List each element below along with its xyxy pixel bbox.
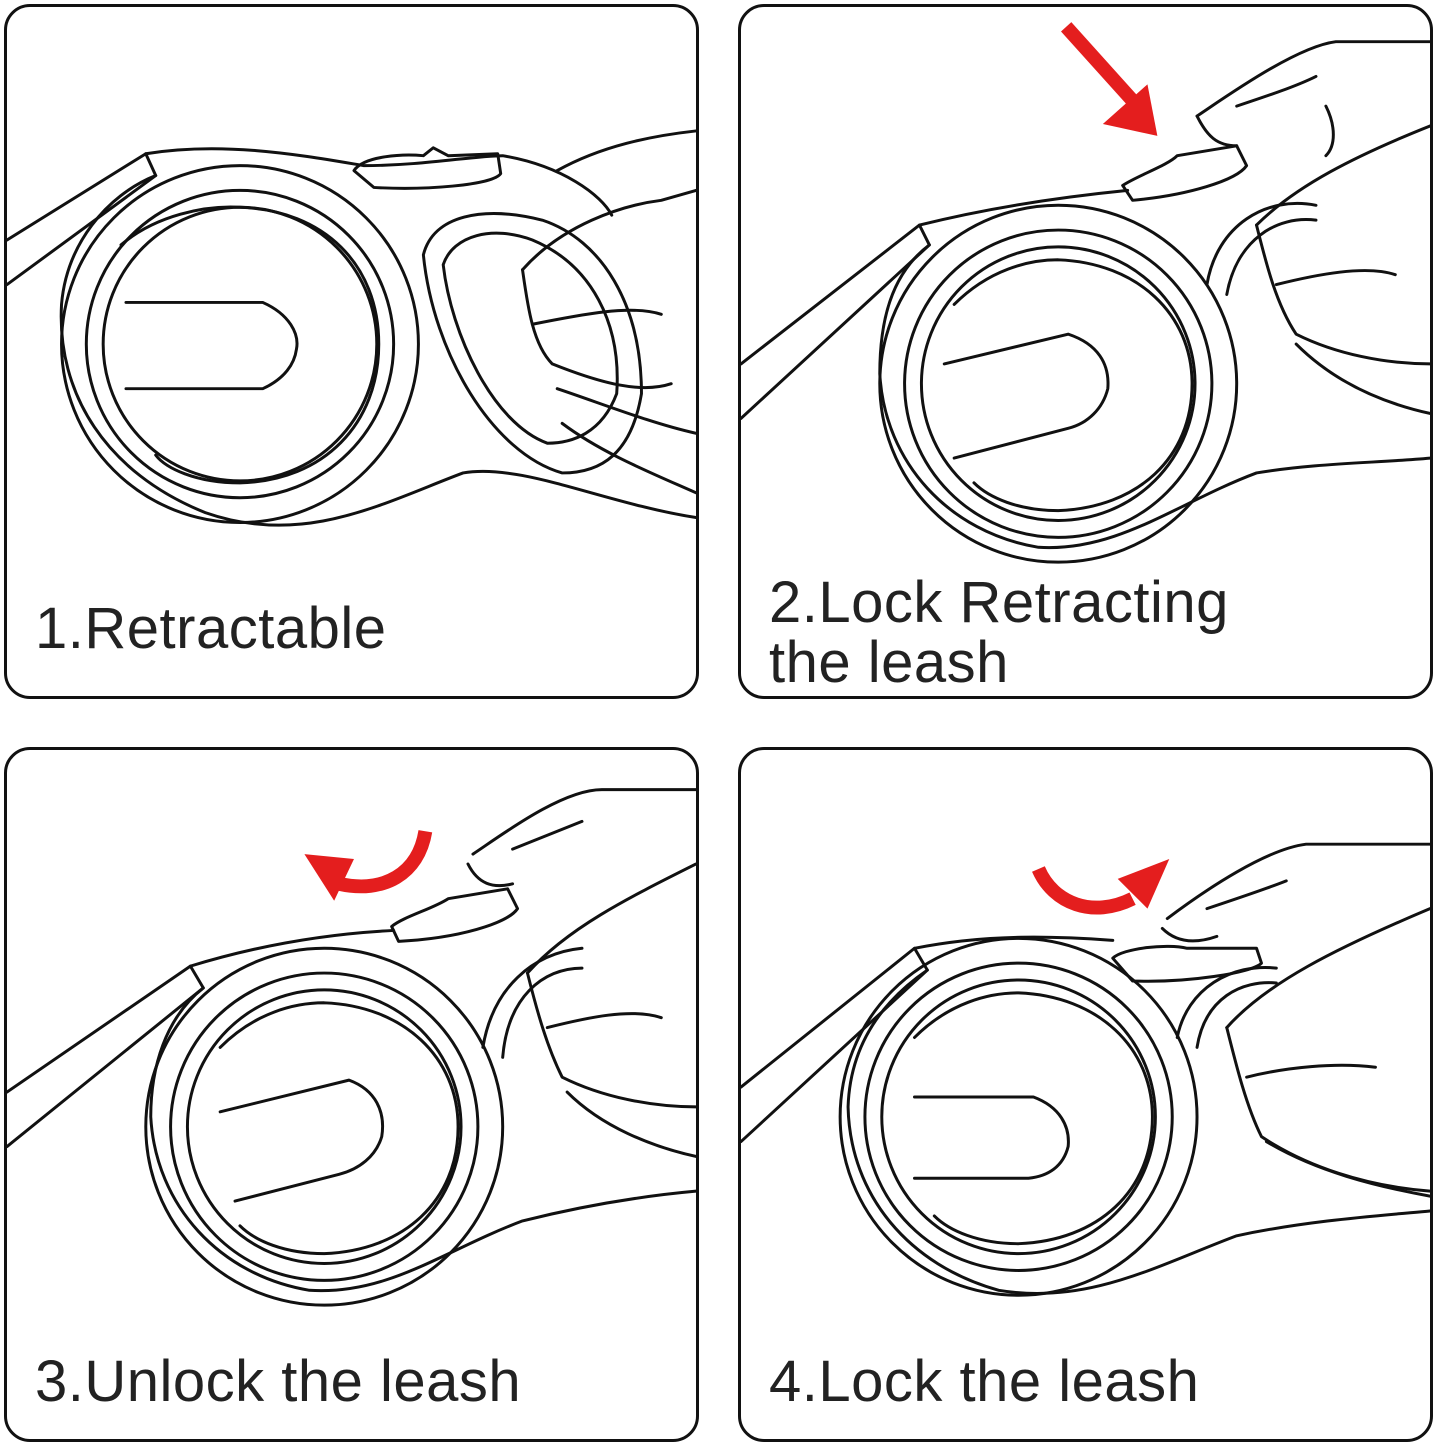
- leash-handle-drawing: [741, 22, 1430, 564]
- step-2-caption-line-1: 2.Lock Retracting: [769, 570, 1229, 635]
- step-1-caption: 1.Retractable: [35, 599, 386, 659]
- step-4-panel: 4.Lock the leash: [738, 747, 1433, 1442]
- step-3-panel: 3.Unlock the leash: [4, 747, 699, 1442]
- step-1-panel: 1.Retractable: [4, 4, 699, 699]
- step-2-panel: 2.Lock Retracting the leash: [738, 4, 1433, 699]
- step-3-caption-line-1: 3.Unlock the leash: [35, 1349, 522, 1414]
- step-1-caption-line-1: 1.Retractable: [35, 596, 387, 661]
- step-3-caption: 3.Unlock the leash: [35, 1352, 521, 1412]
- step-4-caption: 4.Lock the leash: [769, 1352, 1199, 1412]
- step-2-caption-line-2: the leash: [769, 630, 1009, 695]
- leash-handle-drawing: [7, 788, 696, 1307]
- step-4-caption-line-1: 4.Lock the leash: [769, 1349, 1200, 1414]
- leash-handle-drawing: [741, 842, 1430, 1297]
- leash-handle-drawing: [7, 129, 696, 527]
- step-2-caption: 2.Lock Retracting the leash: [769, 573, 1229, 693]
